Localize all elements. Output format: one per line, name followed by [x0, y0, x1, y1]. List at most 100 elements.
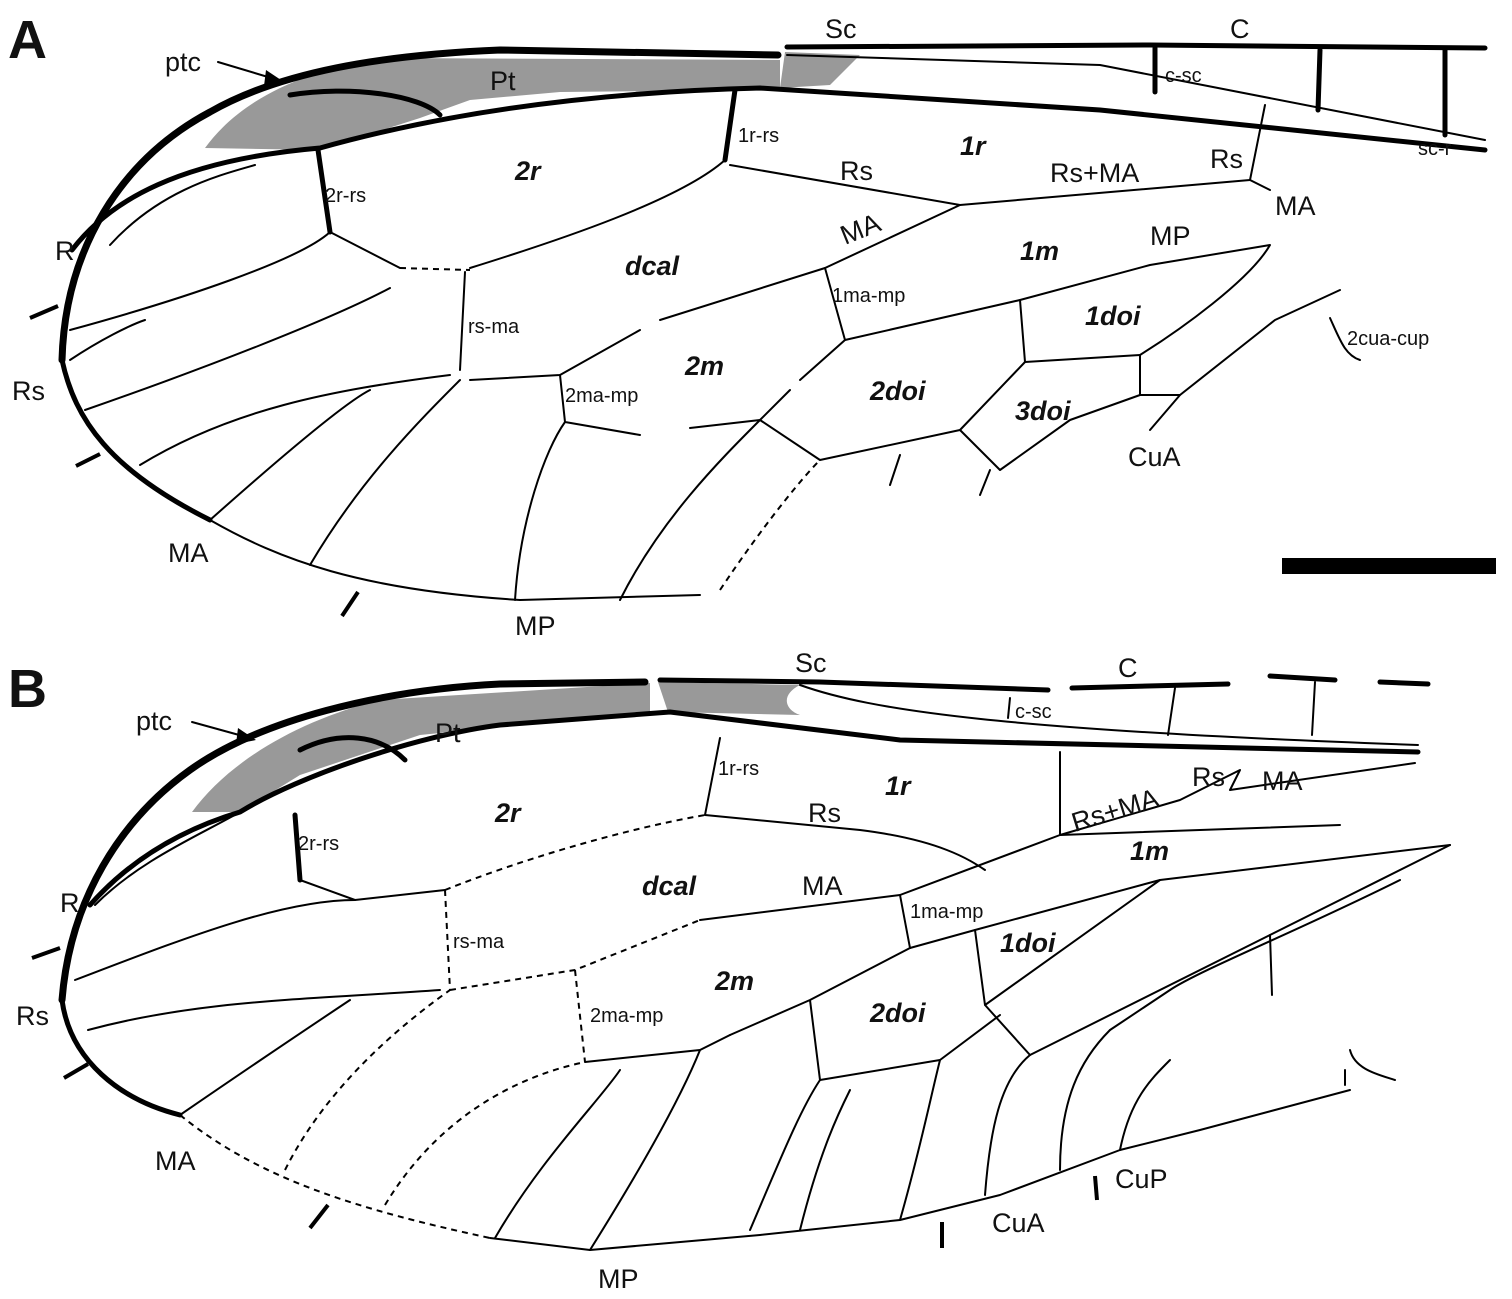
panel-b-crossvein-c3: [1311, 681, 1316, 736]
panel-b-mp-branch-main: [584, 1034, 731, 1063]
panel-a-pterostigma: [205, 58, 780, 150]
panel-a-label-sc-r: sc-r: [1418, 138, 1452, 160]
panel-a-mark2: [75, 452, 101, 468]
panel-b-apex-margin: [59, 997, 183, 1118]
panel-b-2r-lower: [299, 879, 446, 901]
panel-b-c-sc-crossvein: [1007, 697, 1011, 719]
panel-b-label-1m: 1m: [1130, 836, 1169, 866]
panel-a-cua-vein: [1149, 394, 1181, 431]
panel-a-label-mp-mid: MP: [1150, 221, 1191, 251]
panel-b-label-1ma-mp: 1ma-mp: [910, 901, 983, 923]
panel-b-label-2r: 2r: [494, 798, 522, 828]
panel-b-label-ptc: ptc: [136, 706, 172, 736]
panel-b-pterostigma: [192, 683, 650, 812]
panel-a: A: [8, 10, 1496, 641]
panel-b-cup-crossvein: [1344, 1049, 1396, 1086]
panel-b-rs-branch2: [179, 999, 351, 1116]
panel-a-r-branch1: [109, 164, 256, 246]
panel-a-posterior-margin: [209, 519, 701, 601]
panel-b-r-branch2: [74, 899, 356, 981]
panel-a-mark1: [29, 304, 59, 320]
panel-b-crossvein-1270: [1269, 934, 1273, 996]
panel-b-2r-rs-crossvein: [292, 812, 303, 883]
panel-b-label-rs-ma: Rs+MA: [1068, 783, 1162, 838]
panel-b-mp-branch5: [899, 1059, 941, 1221]
panel-b-label-2m: 2m: [714, 966, 754, 996]
panel-a-label-2r: 2r: [514, 156, 542, 186]
panel-b-mp-branch2: [589, 1049, 701, 1251]
panel-a-r-branch2: [69, 231, 331, 331]
panel-b-posterior-margin: [489, 1089, 1351, 1251]
panel-b-label-2r-rs: 2r-rs: [298, 833, 339, 855]
panel-b-ptc-arrowhead: [236, 728, 256, 744]
panel-a-subcosta: [786, 54, 1486, 141]
panel-b-mp-branch7: [1059, 1029, 1111, 1171]
panel-a-2r-dashed: [399, 267, 471, 271]
panel-b-label-rs: Rs: [808, 798, 841, 828]
panel-a-label-sc: Sc: [825, 14, 857, 44]
panel-a-3doi-cell: [959, 289, 1341, 471]
panel-b-2ma-mp-crossvein: [574, 969, 586, 1063]
panel-b-rs-vein: [704, 814, 986, 871]
panel-a-mark3: [340, 590, 360, 618]
panel-a-label-2doi: 2doi: [869, 376, 926, 406]
panel-b-cu-vein: [1029, 844, 1451, 1056]
panel-a-label-rs-left: Rs: [12, 376, 45, 406]
panel-a-label-1m: 1m: [1020, 236, 1059, 266]
panel-a-2cua-cup-crossvein: [1329, 317, 1361, 361]
panel-a-ma-branch1: [139, 374, 451, 466]
panel-b-posterior-margin-dashed: [179, 1114, 491, 1239]
panel-a-label-c-sc: c-sc: [1165, 65, 1202, 87]
panel-a-label-ma-bottom: MA: [168, 538, 209, 568]
panel-a-rs-branch2: [84, 287, 391, 411]
panel-a-1r-rs-crossvein: [722, 87, 738, 163]
panel-a-label-pt: Pt: [490, 66, 516, 96]
panel-b-label-1doi: 1doi: [1000, 928, 1056, 958]
panel-a-label-ma-top: MA: [1275, 191, 1316, 221]
panel-b-label-mp-bottom: MP: [598, 1264, 639, 1294]
panel-b-label-ma-bottom: MA: [155, 1146, 196, 1176]
panel-b: B: [8, 648, 1451, 1294]
panel-a-1doi-cell: [1019, 299, 1141, 396]
panel-b-label-2ma-mp: 2ma-mp: [590, 1005, 663, 1027]
panel-b-mark5: [1093, 1175, 1099, 1201]
panel-b-label-rs-top: Rs: [1192, 762, 1225, 792]
panel-b-label-rs-left: Rs: [16, 1001, 49, 1031]
panel-a-2doi-cell: [759, 339, 1026, 461]
panel-a-mp-branch3: [719, 459, 821, 591]
panel-b-mp-branch1: [494, 1069, 621, 1239]
panel-a-ma-branch2: [209, 389, 371, 521]
panel-b-mp-branch6: [984, 1054, 1031, 1196]
panel-b-label-ma-mid: MA: [802, 871, 843, 901]
panel-b-mark3: [308, 1203, 330, 1230]
panel-b-mark1: [31, 946, 61, 960]
panel-a-2r-lower: [329, 159, 726, 269]
panel-b-1doi-cell: [974, 879, 1161, 1056]
panel-b-2r-dashed: [444, 814, 706, 891]
panel-a-label-1ma-mp: 1ma-mp: [832, 285, 905, 307]
panel-b-ma-branch1: [284, 989, 451, 1171]
panel-a-crossvein-c2: [1315, 47, 1323, 113]
panel-a-label-1r: 1r: [960, 131, 987, 161]
panel-a-pt-inner: [287, 88, 443, 118]
panel-b-label-cua: CuA: [992, 1208, 1045, 1238]
panel-a-pterostigma-distal: [780, 52, 860, 88]
panel-b-label-ma-top: MA: [1262, 766, 1303, 796]
panel-a-costa: [784, 42, 1488, 51]
panel-b-mp-branch3: [749, 1079, 821, 1231]
panel-a-costal-margin: [58, 46, 782, 364]
panel-b-ma-branch2: [384, 1061, 586, 1206]
panel-a-label-cua: CuA: [1128, 442, 1181, 472]
panel-a-ptc-arrowhead: [264, 70, 284, 86]
panel-b-label-sc: Sc: [795, 648, 827, 678]
panel-b-subcosta: [799, 684, 1419, 746]
panel-a-mp-vein: [824, 244, 1271, 356]
panel-b-label-2doi: 2doi: [869, 998, 926, 1028]
panel-a-mp-branch2: [619, 419, 761, 601]
panel-a-ma-branch: [1249, 179, 1271, 191]
panel-b-rs-ma-crossvein: [444, 889, 451, 991]
panel-a-label-2r-rs: 2r-rs: [325, 185, 366, 207]
panel-b-rs-ma-vein: [1059, 751, 1416, 836]
panel-b-label-r: R: [60, 888, 80, 918]
panel-a-label-c: C: [1230, 14, 1250, 44]
